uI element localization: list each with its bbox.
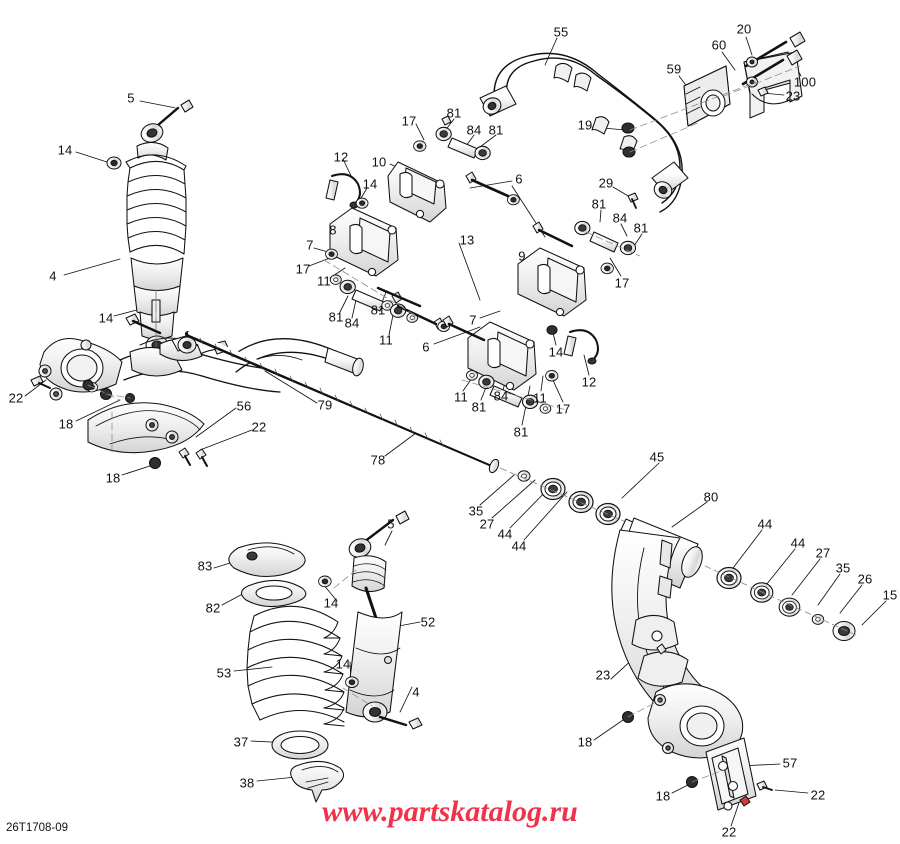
callout-label: 81 (633, 220, 649, 236)
callout-label: 18 (58, 416, 74, 432)
callout-label: 18 (655, 788, 671, 804)
callout-label: 81 (370, 302, 386, 318)
callout-label: 8 (329, 222, 337, 238)
callout-label: 14 (98, 310, 114, 326)
callout-label: 35 (835, 560, 851, 576)
right-trailing-arm (611, 517, 859, 811)
callout-label: 29 (598, 175, 614, 191)
callout-label: 11 (454, 389, 468, 405)
callout-label: 52 (420, 614, 436, 630)
callout-label: 18 (105, 470, 121, 486)
callout-label: 81 (488, 122, 504, 138)
callout-label: 81 (591, 196, 607, 212)
callout-label: 84 (612, 210, 628, 226)
callout-label: 14 (57, 142, 73, 158)
callout-label: 23 (785, 88, 801, 104)
callout-label: 17 (614, 275, 630, 291)
callout-label: 18 (577, 734, 593, 750)
callout-label: 83 (197, 558, 213, 574)
callout-label: 5 (127, 90, 135, 106)
callout-label: 6 (515, 171, 523, 187)
callout-label: 81 (513, 424, 529, 440)
callout-label: 22 (721, 824, 737, 840)
callout-label: 78 (370, 452, 386, 468)
callout-label: 11 (533, 390, 547, 406)
callout-label: 7 (469, 312, 477, 328)
callout-label: 79 (317, 397, 333, 413)
callout-label: 26 (857, 571, 873, 587)
callout-label: 59 (666, 61, 682, 77)
callout-label: 53 (216, 665, 232, 681)
callout-label: 14 (335, 656, 351, 672)
callout-label: 81 (471, 399, 487, 415)
callout-label: 4 (49, 268, 57, 284)
callout-label: 17 (401, 113, 417, 129)
callout-label: 14 (323, 595, 339, 611)
callout-label: 5 (387, 516, 395, 532)
sway-bar-assembly (413, 31, 806, 213)
callout-label: 23 (595, 667, 611, 683)
callout-label: 20 (736, 21, 752, 37)
callout-label: 10 (371, 154, 387, 170)
callout-label: 27 (479, 516, 495, 532)
callout-label: 44 (790, 535, 806, 551)
callout-label: 27 (815, 545, 831, 561)
callout-label: 22 (251, 419, 267, 435)
callout-label: 11 (317, 273, 331, 289)
left-trailing-arm (30, 289, 364, 470)
callout-label: 22 (8, 390, 24, 406)
callout-label: 82 (205, 600, 221, 616)
callout-label: 9 (518, 248, 526, 264)
callout-label: 44 (511, 538, 527, 554)
axle-shaft-78 (185, 330, 500, 474)
callout-label: 45 (649, 449, 665, 465)
callout-label: 11 (379, 332, 393, 348)
radius-rod-brackets (323, 161, 641, 414)
callout-label: 44 (757, 516, 773, 532)
callout-label: 13 (459, 232, 475, 248)
callout-label: 6 (422, 339, 430, 355)
callout-label: 19 (577, 117, 593, 133)
callout-label: 12 (333, 149, 349, 165)
callout-label: 44 (497, 526, 513, 542)
callout-label: 35 (468, 503, 484, 519)
callout-label: 37 (233, 734, 249, 750)
callout-label: 12 (581, 374, 597, 390)
callout-label: 38 (239, 775, 255, 791)
callout-label: 22 (810, 787, 826, 803)
callout-label: 84 (493, 388, 509, 404)
sheet-code: 26T1708-09 (6, 822, 69, 834)
rear-spring-and-shock (228, 510, 423, 803)
callout-label: 4 (412, 684, 420, 700)
callout-label: 55 (553, 24, 569, 40)
callout-label: 7 (306, 237, 314, 253)
callout-label: 80 (703, 489, 719, 505)
callout-label: 60 (711, 37, 727, 53)
callout-label: 100 (793, 74, 817, 90)
callout-label: 14 (362, 176, 378, 192)
callout-label: 84 (466, 122, 482, 138)
callout-label: 84 (344, 315, 360, 331)
callout-label: 81 (446, 105, 462, 121)
callout-label: 56 (236, 398, 252, 414)
callout-label: 17 (555, 401, 571, 417)
callout-label: 17 (295, 261, 311, 277)
callout-label: 15 (882, 587, 898, 603)
callout-label: 81 (328, 309, 344, 325)
callout-label: 57 (782, 755, 798, 771)
callout-label: 14 (548, 344, 564, 360)
front-shock-assembly (106, 99, 194, 358)
